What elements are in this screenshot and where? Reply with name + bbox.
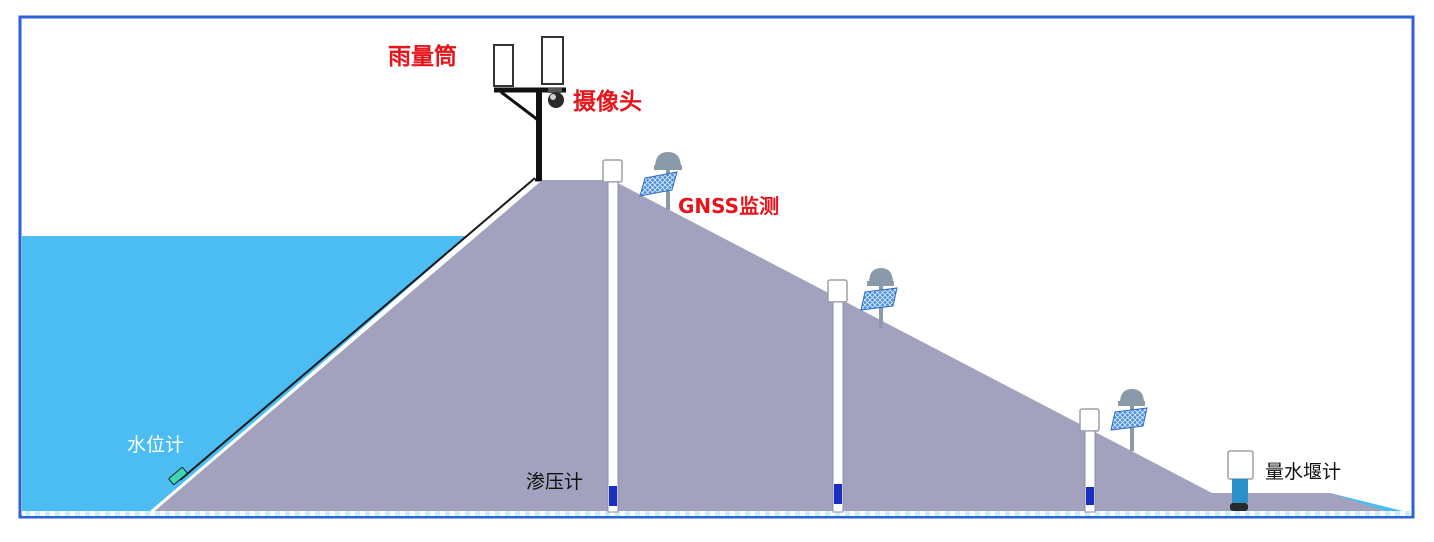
water-level-sensor	[168, 467, 188, 485]
gnss-station-3	[1110, 389, 1148, 451]
piezometer-1	[602, 159, 623, 513]
reservoir-water	[22, 236, 468, 513]
water-level-cable	[179, 177, 536, 481]
piezometer-label: 渗压计	[526, 471, 583, 493]
rain-gauge-left	[493, 44, 514, 87]
dam-upstream-edge	[149, 178, 541, 515]
gnss-label: GNSS监测	[678, 194, 779, 218]
rain-gauge-right	[541, 36, 564, 85]
rain-gauge-label: 雨量筒	[388, 43, 457, 70]
camera-label: 摄像头	[573, 88, 642, 115]
gnss-station-1	[639, 152, 682, 210]
camera-icon	[548, 88, 564, 108]
weir-gauge-label: 量水堰计	[1265, 461, 1341, 483]
piezometer-3	[1079, 408, 1100, 513]
water-level-gauge-label: 水位计	[127, 434, 184, 456]
gnss-station-2	[860, 268, 898, 328]
piezometer-2	[827, 279, 848, 513]
ground-line	[22, 511, 1411, 516]
weir-gauge	[1227, 450, 1254, 511]
